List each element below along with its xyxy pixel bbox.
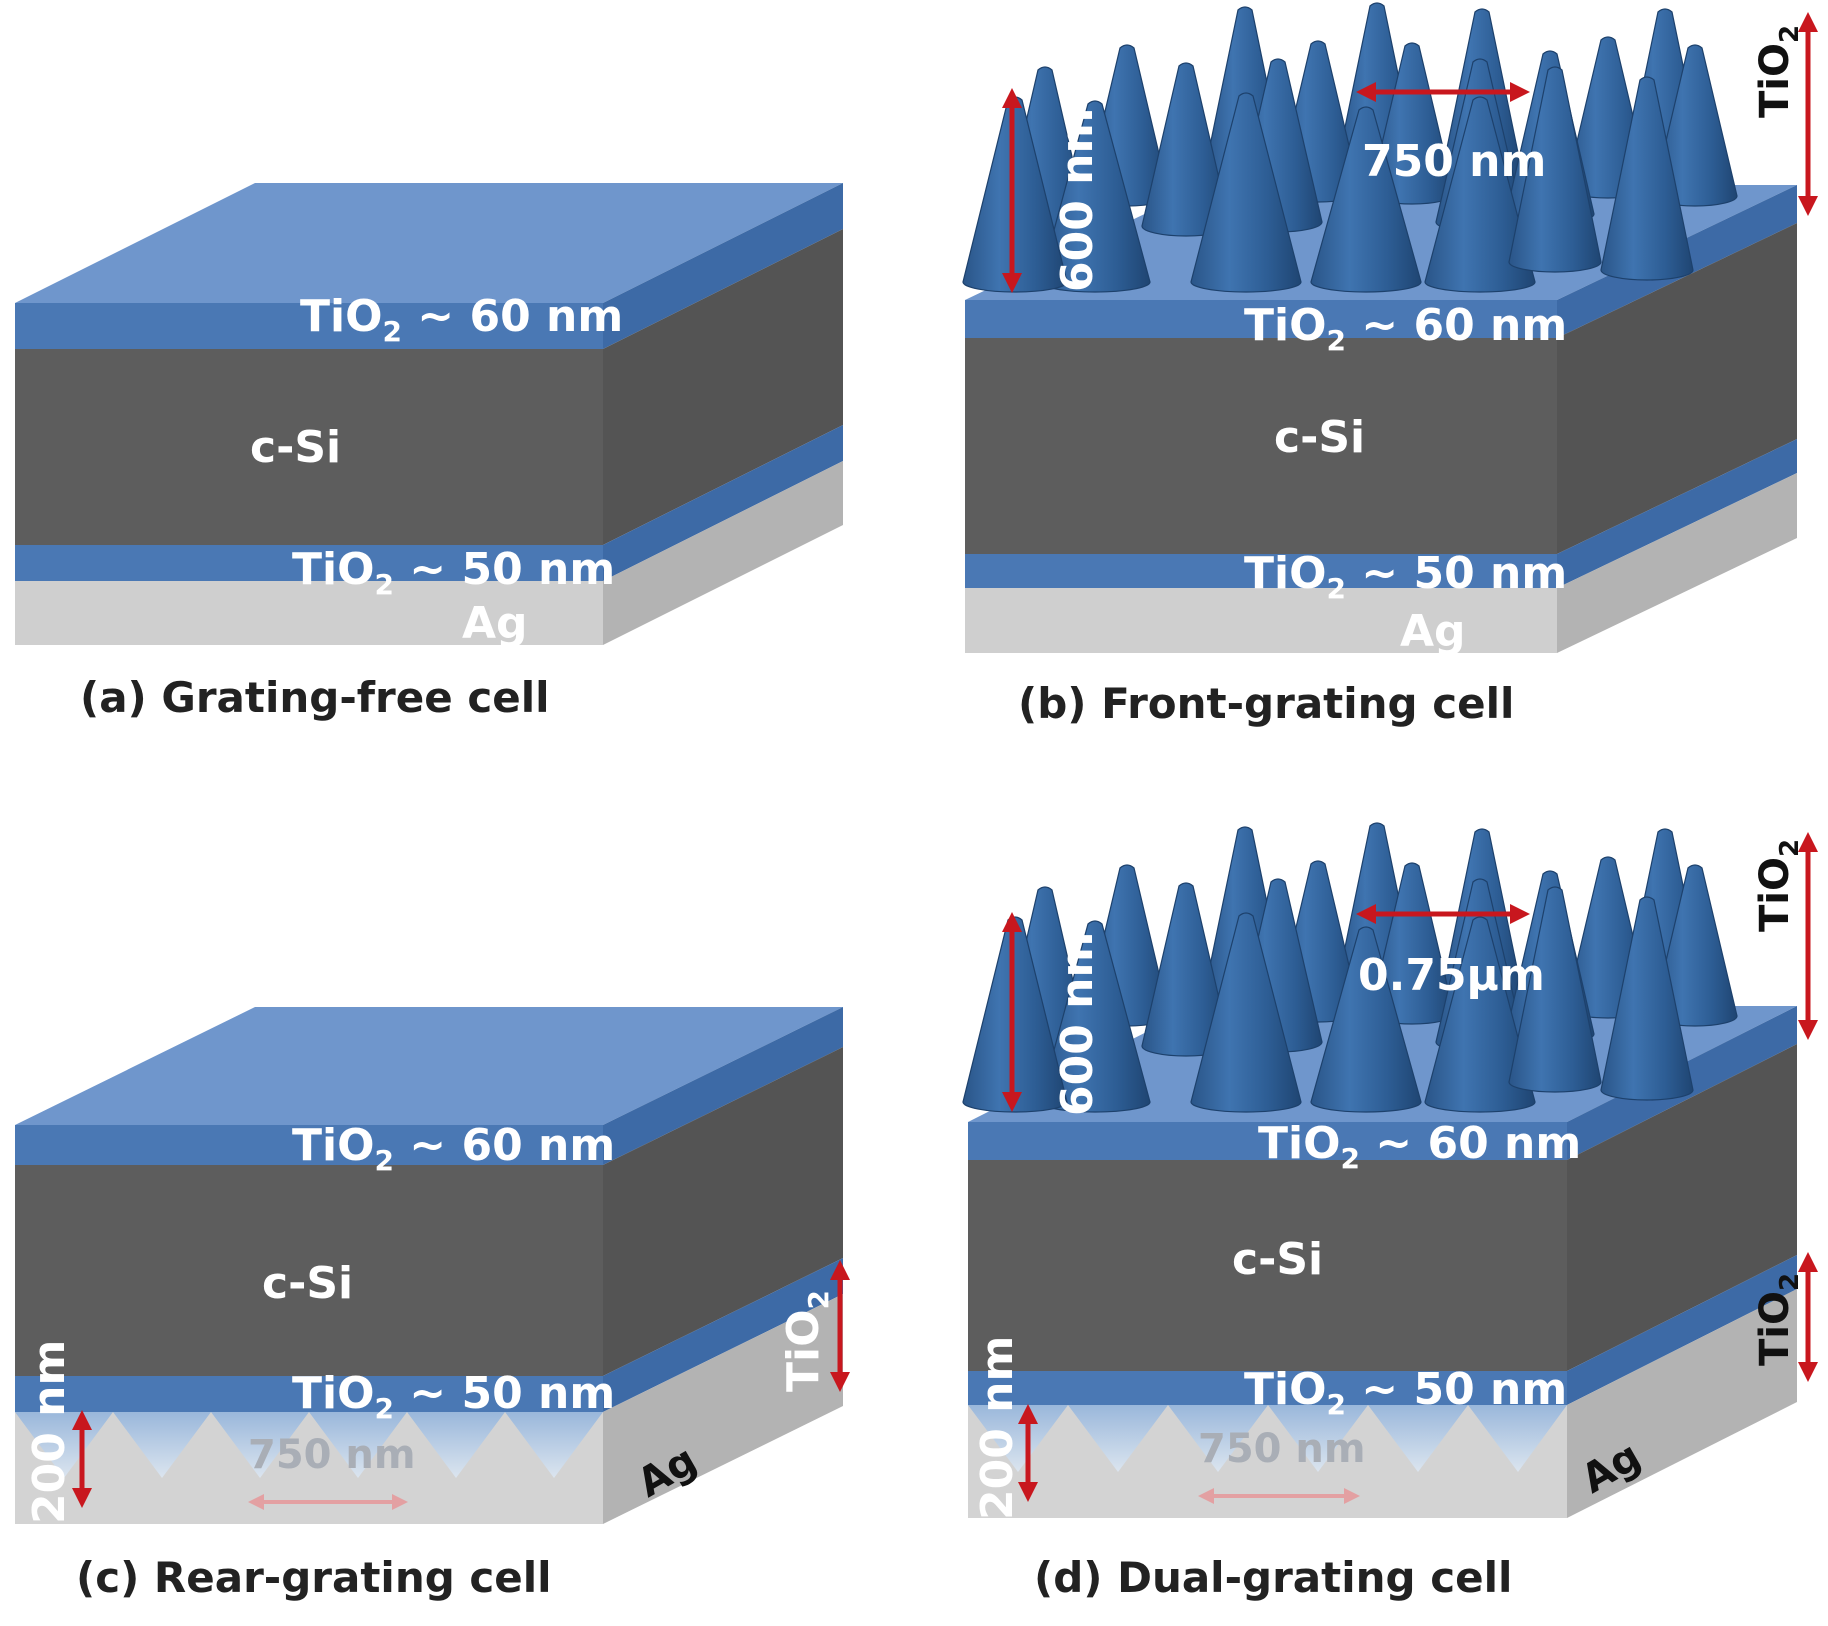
cone <box>1508 886 1602 1093</box>
panel-a-block <box>15 183 843 645</box>
panel-a: TiO2 ~ 60 nm c-Si TiO2 ~ 50 nm Ag (a) Gr… <box>15 183 843 722</box>
bottom-layer-front <box>15 545 603 581</box>
bulk-label: c-Si <box>1232 1234 1323 1285</box>
rear-grating-teeth <box>15 1412 603 1478</box>
rear-period-label: 750 nm <box>1198 1426 1366 1472</box>
substrate-front <box>965 588 1557 653</box>
bulk-front <box>968 1160 1567 1371</box>
bottom-layer-label: TiO2 ~ 50 nm <box>292 1368 615 1425</box>
cone <box>1190 92 1302 293</box>
top-layer-front <box>965 300 1557 338</box>
bottom-layer-label: TiO2 ~ 50 nm <box>292 544 615 601</box>
substrate-side <box>603 1294 843 1524</box>
panel-c-block <box>15 1007 843 1524</box>
bulk-front <box>15 349 603 545</box>
top-layer-side <box>603 1007 843 1165</box>
cone <box>1190 912 1302 1113</box>
top-layer-label: TiO2 ~ 60 nm <box>300 291 623 348</box>
top-layer-label: TiO2 ~ 60 nm <box>1244 300 1567 357</box>
rear-grating-teeth <box>968 1405 1567 1472</box>
cone <box>1310 926 1422 1113</box>
rear-material-label: TiO2 <box>1752 1273 1805 1366</box>
bottom-layer-front <box>15 1376 603 1412</box>
top-layer-side <box>603 183 843 349</box>
tio2-top-face <box>15 1007 843 1125</box>
panel-d-caption: (d) Dual-grating cell <box>1034 1553 1512 1602</box>
bottom-layer-front <box>965 554 1557 588</box>
bulk-side <box>603 1047 843 1376</box>
bottom-layer-side <box>1557 439 1797 588</box>
panel-b-caption: (b) Front-grating cell <box>1018 679 1514 728</box>
bottom-layer-label: TiO2 ~ 50 nm <box>1244 548 1567 605</box>
bottom-layer-front <box>968 1371 1567 1405</box>
top-layer-label: TiO2 ~ 60 nm <box>1258 1118 1581 1175</box>
bottom-layer-side <box>603 1258 843 1412</box>
panel-a-caption: (a) Grating-free cell <box>80 673 550 722</box>
bottom-layer-label: TiO2 ~ 50 nm <box>1244 1364 1567 1421</box>
top-layer-front <box>15 303 603 349</box>
cone-height-label: 600 nm <box>1052 108 1103 292</box>
bottom-layer-side <box>603 425 843 581</box>
substrate-label: Ag <box>462 598 528 649</box>
cone-material-label: TiO2 <box>1752 25 1805 118</box>
rear-grating <box>968 1405 1567 1472</box>
panel-b: 600 nm 750 nm TiO2 TiO2 ~ 60 nm c-Si TiO… <box>962 2 1818 728</box>
cone <box>1600 76 1694 281</box>
top-layer-front <box>968 1122 1567 1160</box>
top-layer-label: TiO2 ~ 60 nm <box>292 1120 615 1177</box>
bulk-label: c-Si <box>1274 412 1365 463</box>
bottom-layer-side <box>1567 1255 1797 1405</box>
bulk-side <box>1557 223 1797 554</box>
bulk-side <box>603 229 843 545</box>
tio2-top-face <box>15 183 843 303</box>
cone-height-label: 600 nm <box>1052 932 1103 1116</box>
substrate-side <box>603 461 843 645</box>
cone-material-label: TiO2 <box>1752 839 1805 932</box>
substrate-side <box>1567 1289 1797 1518</box>
bulk-label: c-Si <box>262 1258 353 1309</box>
bulk-side <box>1567 1044 1797 1371</box>
rear-height-label: 200 nm <box>24 1340 75 1524</box>
substrate-side <box>1557 473 1797 653</box>
cone-array <box>962 2 1738 293</box>
rear-height-label: 200 nm <box>972 1336 1023 1520</box>
substrate-label: Ag <box>1400 606 1466 657</box>
substrate-front <box>15 581 603 645</box>
rear-material-label: TiO2 <box>778 1290 835 1392</box>
rear-period-label: 750 nm <box>248 1432 416 1478</box>
bulk-label: c-Si <box>250 422 341 473</box>
cone-period-label: 0.75μm <box>1358 950 1545 1001</box>
cone-period-label: 750 nm <box>1362 136 1546 187</box>
bulk-front <box>965 338 1557 554</box>
rear-grating <box>15 1412 603 1478</box>
cone <box>1508 66 1602 273</box>
bulk-front <box>15 1165 603 1376</box>
panel-d: 600 nm 0.75μm TiO2 TiO2 ~ 60 nm c-Si TiO… <box>962 822 1818 1602</box>
panel-c: TiO2 ~ 60 nm c-Si TiO2 ~ 50 nm Ag 200 nm… <box>15 1007 850 1602</box>
cone <box>1600 896 1694 1101</box>
panel-c-caption: (c) Rear-grating cell <box>76 1553 552 1602</box>
top-layer-front <box>15 1125 603 1165</box>
cone <box>1310 106 1422 293</box>
